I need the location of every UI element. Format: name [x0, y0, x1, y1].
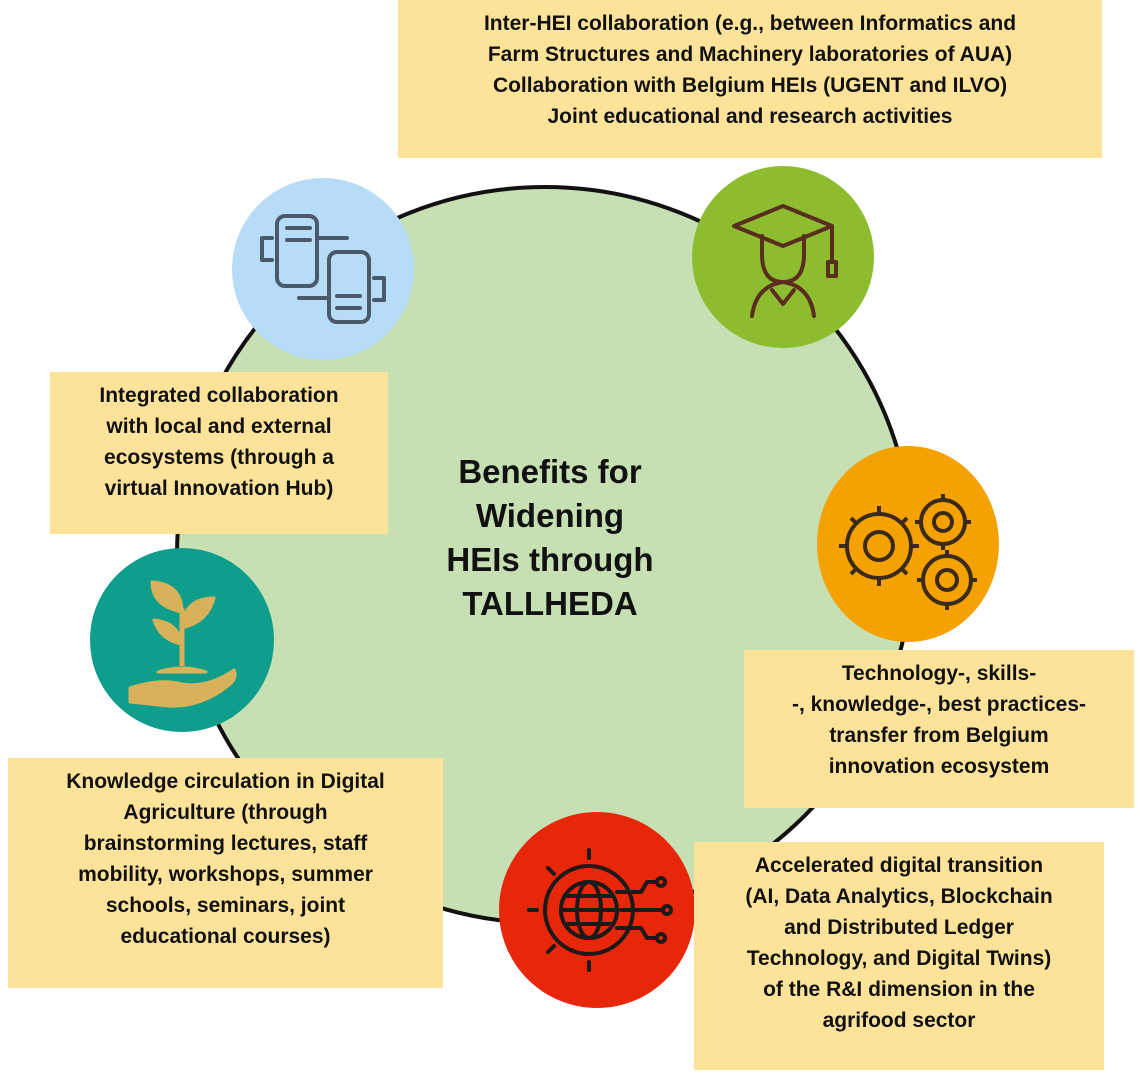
- graduate-icon: [692, 166, 874, 348]
- benefit-box-integrated-collaboration: Integrated collaboration with local and …: [50, 372, 388, 534]
- box-line: Agriculture (through: [123, 801, 328, 824]
- box-line: Collaboration with Belgium HEIs (UGENT a…: [492, 74, 1008, 97]
- box-line: Knowledge circulation in Digital: [66, 770, 385, 793]
- central-title-line: Benefits for: [458, 453, 642, 490]
- box-line: agrifood sector: [822, 1009, 976, 1032]
- plant-in-hand-icon: [90, 548, 274, 732]
- central-title: Benefits for Widening HEIs through TALLH…: [400, 450, 700, 626]
- box-line: with local and external: [106, 415, 332, 438]
- box-line: Integrated collaboration: [99, 384, 339, 407]
- box-line: Inter-HEI collaboration (e.g., between I…: [483, 12, 1017, 35]
- benefit-box-knowledge-circulation: Knowledge circulation in Digital Agricul…: [8, 758, 443, 988]
- box-line: educational courses): [120, 925, 331, 948]
- central-title-line: Widening: [475, 497, 625, 534]
- digital-globe-gear-icon: [499, 812, 695, 1008]
- box-line: schools, seminars, joint: [105, 894, 346, 917]
- box-line: mobility, workshops, summer: [78, 863, 373, 886]
- central-title-line: TALLHEDA: [462, 585, 638, 622]
- box-line: Accelerated digital transition: [754, 854, 1044, 877]
- box-line: -, knowledge-, best practices-: [791, 693, 1087, 716]
- box-line: virtual Innovation Hub): [104, 477, 334, 500]
- benefit-box-inter-hei: Inter-HEI collaboration (e.g., between I…: [398, 0, 1102, 158]
- box-line: Farm Structures and Machinery laboratori…: [487, 43, 1013, 66]
- box-line: Joint educational and research activitie…: [547, 105, 953, 128]
- central-title-line: HEIs through: [446, 541, 654, 578]
- hands-collaboration-icon: [232, 178, 414, 360]
- box-line: innovation ecosystem: [828, 755, 1050, 778]
- box-line: Technology, and Digital Twins): [746, 947, 1052, 970]
- box-line: ecosystems (through a: [104, 446, 334, 469]
- benefit-box-technology-transfer: Technology-, skills- -, knowledge-, best…: [744, 650, 1134, 808]
- box-line: and Distributed Ledger: [784, 916, 1014, 939]
- box-line: brainstorming lectures, staff: [83, 832, 368, 855]
- box-line: Technology-, skills-: [841, 662, 1037, 685]
- gears-icon: [817, 446, 999, 642]
- benefit-box-digital-transition: Accelerated digital transition (AI, Data…: [694, 842, 1104, 1070]
- box-line: transfer from Belgium: [829, 724, 1049, 747]
- box-line: of the R&I dimension in the: [763, 978, 1035, 1001]
- box-line: (AI, Data Analytics, Blockchain: [745, 885, 1053, 908]
